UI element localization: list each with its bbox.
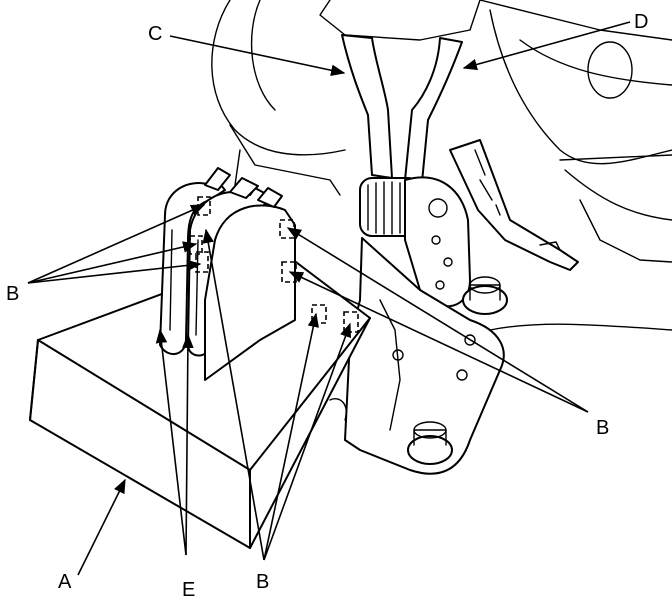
leader-lines (27, 21, 631, 576)
label-d: D (634, 11, 649, 33)
hinge-mount-frame (329, 237, 505, 475)
label-b-left: B (6, 283, 20, 305)
mounting-bolt (462, 276, 508, 315)
label-c: C (148, 23, 163, 45)
label-a: A (58, 571, 72, 593)
hinge-bracket (404, 139, 579, 308)
hinge-arm-c (341, 34, 393, 179)
label-b-right: B (596, 417, 610, 439)
hinge-arm-d (404, 37, 463, 183)
label-b-bottom: B (256, 571, 270, 593)
label-e: E (182, 579, 196, 601)
